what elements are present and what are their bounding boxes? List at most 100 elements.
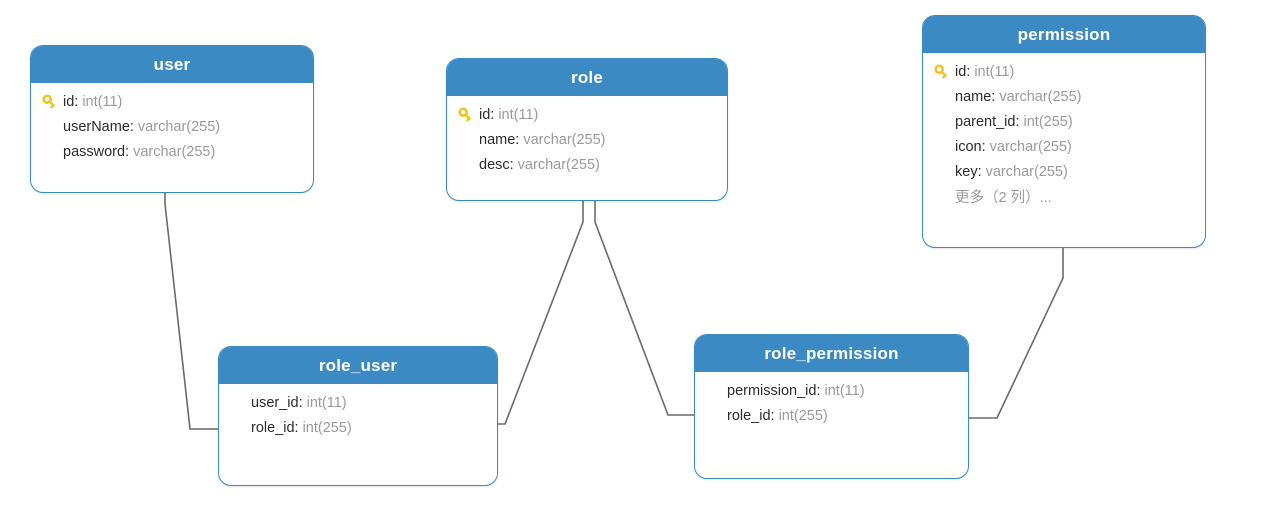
field-indent-spacer bbox=[933, 112, 955, 132]
field-indent-spacer bbox=[705, 381, 727, 401]
field-name: name bbox=[955, 88, 992, 105]
field-name: permission_id bbox=[727, 382, 817, 399]
entity-title-role_user: role_user bbox=[219, 347, 497, 384]
field-type: varchar(255) bbox=[517, 156, 600, 173]
entity-title-user: user bbox=[31, 46, 313, 83]
field-indent-spacer bbox=[933, 187, 955, 207]
field-name: user_id bbox=[251, 394, 299, 411]
field-indent-spacer bbox=[457, 155, 479, 175]
primary-key-icon bbox=[42, 94, 56, 109]
field-type: int(255) bbox=[1023, 113, 1073, 130]
field-indent-spacer bbox=[457, 130, 479, 150]
field-name: role_id bbox=[251, 419, 295, 436]
field-name: password bbox=[63, 143, 126, 160]
field-name: id bbox=[479, 106, 491, 123]
field-separator: : bbox=[294, 419, 299, 436]
field-indent-spacer bbox=[933, 137, 955, 157]
field-row[interactable]: desc:varchar(255) bbox=[447, 152, 727, 177]
field-type: varchar(255) bbox=[999, 88, 1082, 105]
field-separator: : bbox=[977, 163, 982, 180]
field-indent-spacer bbox=[705, 406, 727, 426]
entity-fields-user: id:int(11)userName:varchar(255)password:… bbox=[31, 83, 313, 172]
field-separator: : bbox=[966, 63, 971, 80]
entity-fields-role_permission: permission_id:int(11)role_id:int(255) bbox=[695, 372, 968, 436]
entity-fields-role_user: user_id:int(11)role_id:int(255) bbox=[219, 384, 497, 448]
field-name: role_id bbox=[727, 407, 771, 424]
field-type: varchar(255) bbox=[137, 118, 221, 135]
primary-key-icon bbox=[934, 64, 948, 79]
key-icon-slot bbox=[41, 92, 63, 112]
field-type: varchar(255) bbox=[985, 163, 1068, 180]
field-separator: : bbox=[74, 93, 79, 110]
field-separator: : bbox=[816, 382, 821, 399]
field-row[interactable]: role_id:int(255) bbox=[219, 415, 497, 440]
relationship-line-permission-to-role_permission[interactable] bbox=[968, 247, 1064, 419]
primary-key-icon bbox=[458, 107, 472, 122]
field-indent-spacer bbox=[229, 393, 251, 413]
field-name: icon bbox=[955, 138, 982, 155]
field-name: name bbox=[479, 131, 516, 148]
field-separator: : bbox=[125, 143, 130, 160]
field-name: parent_id bbox=[955, 113, 1016, 130]
field-indent-spacer bbox=[229, 418, 251, 438]
field-row[interactable]: name:varchar(255) bbox=[447, 127, 727, 152]
field-type: int(11) bbox=[824, 382, 865, 399]
field-indent-spacer bbox=[41, 142, 63, 162]
relationship-line-user-to-role_user[interactable] bbox=[164, 192, 219, 430]
field-separator: : bbox=[770, 407, 775, 424]
entity-title-role_permission: role_permission bbox=[695, 335, 968, 372]
relationship-line-role-to-role_user[interactable] bbox=[497, 200, 584, 425]
field-row[interactable]: id:int(11) bbox=[31, 89, 313, 114]
field-row[interactable]: role_id:int(255) bbox=[695, 403, 968, 428]
field-separator: : bbox=[509, 156, 514, 173]
field-separator: : bbox=[991, 88, 996, 105]
field-row[interactable]: 更多（2 列）... bbox=[923, 184, 1205, 209]
field-separator: : bbox=[1015, 113, 1020, 130]
field-type: varchar(255) bbox=[989, 138, 1072, 155]
field-indent-spacer bbox=[933, 162, 955, 182]
field-type: int(11) bbox=[306, 394, 347, 411]
field-row[interactable]: password:varchar(255) bbox=[31, 139, 313, 164]
field-row[interactable]: id:int(11) bbox=[923, 59, 1205, 84]
field-separator: : bbox=[981, 138, 986, 155]
field-type: int(255) bbox=[302, 419, 352, 436]
field-type: int(11) bbox=[82, 93, 123, 110]
field-row[interactable]: id:int(11) bbox=[447, 102, 727, 127]
field-name: desc bbox=[479, 156, 510, 173]
field-type: int(11) bbox=[974, 63, 1015, 80]
entity-title-permission: permission bbox=[923, 16, 1205, 53]
field-row[interactable]: permission_id:int(11) bbox=[695, 378, 968, 403]
field-type: varchar(255) bbox=[523, 131, 606, 148]
field-type: int(11) bbox=[498, 106, 539, 123]
field-name: userName bbox=[63, 118, 130, 135]
field-separator: : bbox=[298, 394, 303, 411]
field-row[interactable]: user_id:int(11) bbox=[219, 390, 497, 415]
field-row[interactable]: parent_id:int(255) bbox=[923, 109, 1205, 134]
field-indent-spacer bbox=[933, 87, 955, 107]
field-name: id bbox=[63, 93, 75, 110]
field-row[interactable]: userName:varchar(255) bbox=[31, 114, 313, 139]
field-type: varchar(255) bbox=[133, 143, 216, 160]
field-separator: : bbox=[490, 106, 495, 123]
field-separator: : bbox=[129, 118, 134, 135]
field-indent-spacer bbox=[41, 117, 63, 137]
field-separator: : bbox=[515, 131, 520, 148]
field-row[interactable]: name:varchar(255) bbox=[923, 84, 1205, 109]
key-icon-slot bbox=[457, 105, 479, 125]
entity-fields-role: id:int(11)name:varchar(255)desc:varchar(… bbox=[447, 96, 727, 185]
more-columns-label[interactable]: 更多（2 列）... bbox=[955, 190, 1052, 206]
field-row[interactable]: icon:varchar(255) bbox=[923, 134, 1205, 159]
entity-title-role: role bbox=[447, 59, 727, 96]
field-name: key bbox=[955, 163, 978, 180]
field-row[interactable]: key:varchar(255) bbox=[923, 159, 1205, 184]
field-type: int(255) bbox=[778, 407, 828, 424]
entity-fields-permission: id:int(11)name:varchar(255)parent_id:int… bbox=[923, 53, 1205, 217]
relationship-line-role-to-role_permission[interactable] bbox=[594, 200, 695, 416]
key-icon-slot bbox=[933, 62, 955, 82]
